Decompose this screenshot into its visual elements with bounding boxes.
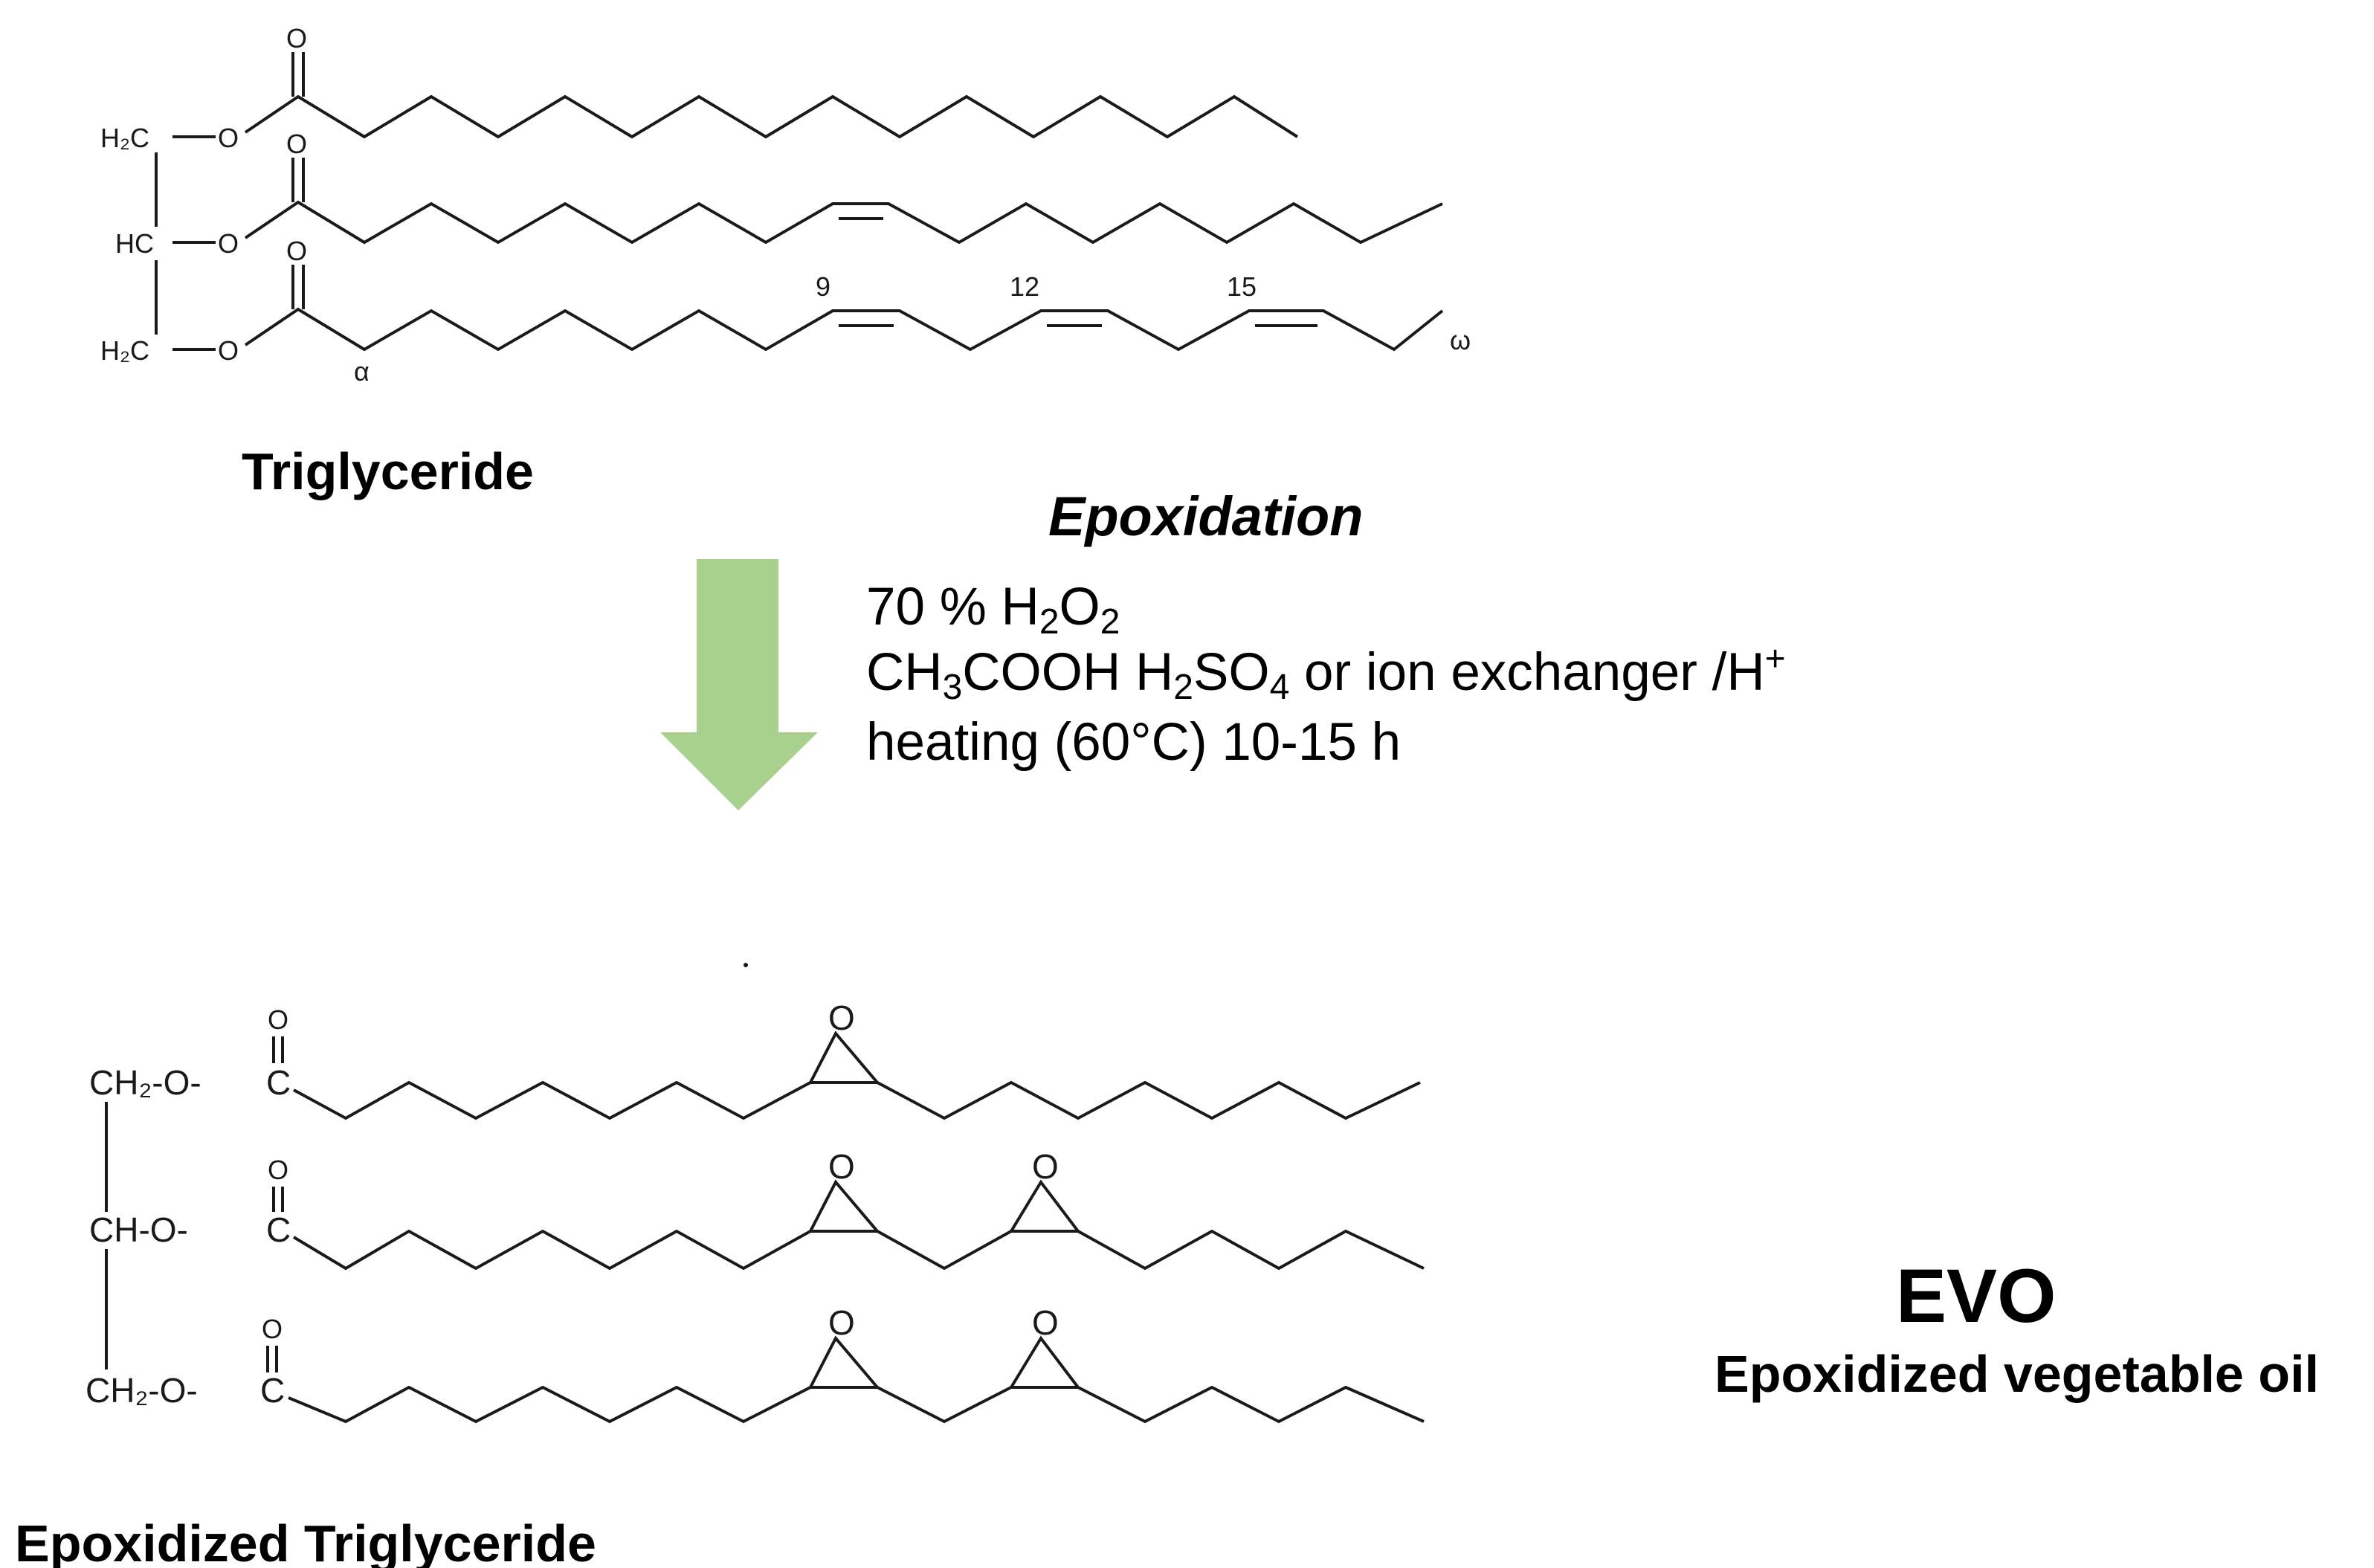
epoxy-chain-2 [292,1229,1425,1271]
hc-atom: HC [115,228,154,259]
epoxidized-triglyceride-structure: CH₂-O- CH-O- CH₂-O- C C C O O O O [86,998,1425,1424]
epoxide-ring-1 [809,1030,879,1084]
carbonyl-o-2: O [286,129,307,159]
ch-atom: CH-O- [89,1210,188,1249]
omega-label: ω [1450,325,1471,355]
carbonyl-c-3: C [260,1371,285,1410]
triglyceride-structure: H₂C HC H₂C O O O O O O [100,23,1471,387]
position-9-label: 9 [816,271,830,302]
epoxide-ring-3b [1010,1335,1080,1389]
epoxide-o-1: O [828,998,855,1037]
epoxide-o-3b: O [1032,1303,1059,1342]
fatty-acid-chain-2 [244,200,1443,245]
evo-full-name-label: Epoxidized vegetable oil [1715,1345,2319,1403]
ch2o-bottom-atom: CH₂-O- [86,1371,198,1410]
carbonyl-o-mid: O [268,1155,288,1185]
condition-h2o2: 70 % H2O2 [866,578,1120,642]
ester-o-1: O [218,123,239,153]
ester-o-3: O [218,335,239,366]
condition-catalyst: CH3COOH H2SO4 or ion exchanger /H+ [866,639,1786,707]
epoxidized-triglyceride-label: Epoxidized Triglyceride [15,1514,596,1568]
epoxide-o-2b: O [1032,1147,1059,1186]
carbonyl-o-1: O [286,23,307,54]
epoxide-o-2a: O [828,1147,855,1186]
triglyceride-label: Triglyceride [242,442,534,500]
h2c-bottom-atom: H₂C [100,335,149,366]
position-15-label: 15 [1227,271,1257,302]
epoxidation-label: Epoxidation [1048,485,1364,547]
ch2o-top-atom: CH₂-O- [89,1063,201,1102]
epoxy-chain-1 [293,1080,1421,1120]
ester-o-2: O [218,228,239,259]
fatty-acid-chain-3 [244,307,1444,352]
stray-dot [744,963,748,967]
carbonyl-o-bottom: O [262,1314,283,1344]
alpha-label: α [354,356,370,387]
carbonyl-c-2: C [266,1210,291,1249]
carbonyl-o-top: O [268,1004,288,1035]
epoxide-ring-2a [809,1179,879,1233]
condition-heating: heating (60°C) 10-15 h [866,713,1402,772]
fatty-acid-chain-1 [244,94,1299,139]
evo-label: EVO [1896,1254,2057,1338]
carbonyl-o-3: O [286,236,307,266]
epoxy-chain-3 [288,1385,1425,1424]
epoxide-ring-2b [1010,1179,1080,1233]
epoxide-o-3a: O [828,1303,855,1342]
h2c-top-atom: H₂C [100,123,149,153]
epoxide-ring-3a [809,1335,879,1389]
position-12-label: 12 [1010,271,1039,302]
reaction-arrow [660,559,818,810]
carbonyl-c-1: C [266,1063,291,1102]
